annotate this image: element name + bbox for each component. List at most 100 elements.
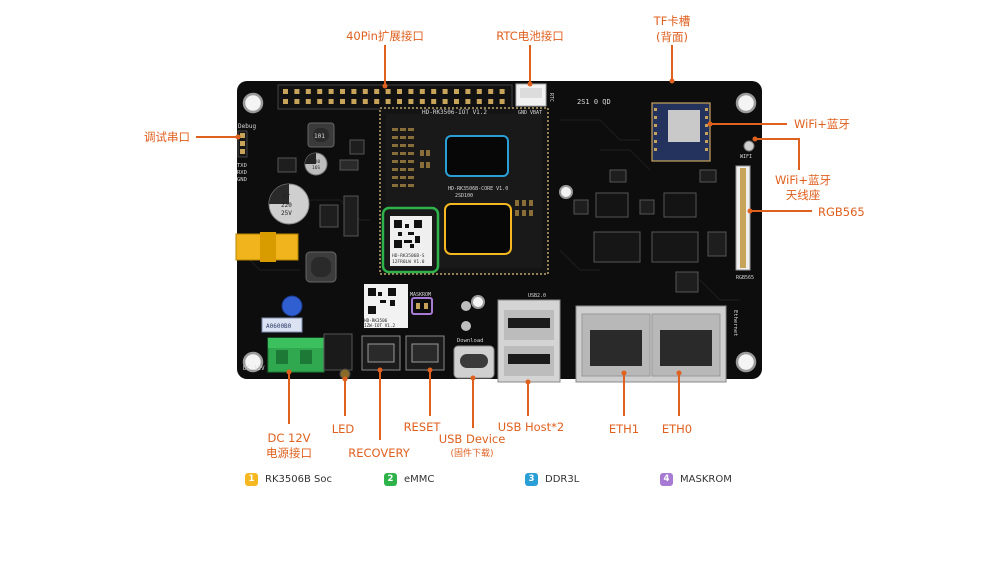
header-pin (374, 89, 380, 94)
blue-component: A0600B0 (261, 295, 303, 333)
header-pin (305, 99, 311, 104)
header-pin (328, 89, 334, 94)
header-pin (397, 89, 402, 94)
ic-chip (609, 169, 627, 183)
mounting-hole (559, 185, 573, 199)
ic-chip (593, 231, 641, 263)
recovery-button (361, 335, 401, 371)
header-pin (488, 99, 494, 104)
silk-label-l2: IZW-IOT V1.2 (364, 323, 395, 329)
callout-tf-line1: TF卡槽 (653, 14, 691, 28)
smd-chip (349, 139, 365, 155)
ic-chip (595, 192, 629, 218)
mounting-hole (471, 295, 485, 309)
debug-header: Debug TXD RXD GND (237, 123, 256, 183)
wifi-module (651, 102, 711, 162)
silk-gnd: GND (237, 177, 247, 183)
ic-chip (707, 231, 727, 257)
silk-back-code: 2S1 0 QD (577, 98, 611, 106)
header-pin (476, 99, 482, 104)
ic-chip (663, 192, 697, 218)
silk-debug: Debug (238, 123, 256, 130)
callout-led: LED (332, 422, 355, 436)
header-pin (431, 99, 437, 104)
ethernet-jacks: Ethernet (575, 305, 738, 383)
header-pin (499, 89, 505, 94)
ic-chip (573, 199, 589, 215)
header-pin (419, 89, 425, 94)
header-pin (351, 89, 357, 94)
callout-wifi-antenna-line1: WiFi+蓝牙 (775, 173, 831, 187)
silk-label-l1: HD-RK3506 (364, 318, 388, 324)
header-pin (317, 99, 323, 104)
header-pin (465, 89, 471, 94)
callout-rgb565: RGB565 (818, 205, 865, 219)
smd-chip (339, 159, 359, 171)
dc-power-connector: DC 12V (243, 333, 353, 373)
silk-cap2-l1: 220 (312, 159, 320, 165)
wifi-antenna-socket: WIFI (740, 140, 755, 160)
silk-maskrom: MASKROM (410, 292, 431, 298)
ic-chip (639, 199, 655, 215)
usb-c-port: Download (453, 301, 495, 379)
legend-badge: 4 (660, 472, 673, 486)
header-pin (283, 99, 288, 104)
header-pin (442, 99, 448, 104)
callout-tf-line2: (背面) (656, 30, 688, 44)
callout-dots (235, 78, 758, 385)
callout-recovery: RECOVERY (348, 446, 411, 460)
rk3506b-soc-chip (444, 203, 512, 255)
silk-rxd: RXD (237, 170, 247, 176)
emmc-area: HD-RK3506B-S 12FR0LW V1.0 (381, 206, 440, 274)
legend-label: MASKROM (680, 473, 732, 485)
legend-badge: 2 (384, 472, 397, 486)
header-pin (488, 89, 494, 94)
header-pin (476, 89, 482, 94)
silk-cap1-l1: RT (283, 194, 291, 201)
header-pin (419, 99, 425, 104)
legend-badge: 3 (525, 472, 538, 486)
callout-usb-device: USB Device (439, 432, 506, 446)
header-pin (328, 99, 334, 104)
smd-chip (343, 195, 359, 237)
capacitor: 220 16S (304, 152, 328, 176)
rgb565-connector: RGB565 (735, 165, 754, 281)
legend-item: 2 eMMC (384, 471, 434, 487)
mounting-hole (735, 92, 757, 114)
callout-usb-device-sub: (固件下载) (450, 447, 493, 459)
header-pin (351, 99, 357, 104)
mounting-hole (735, 351, 757, 373)
silk-cap1-l2: 220 (281, 202, 292, 209)
silk-gnd-vbat: GND VBAT (518, 110, 542, 116)
header-pin (374, 99, 380, 104)
maskrom-pad: MASKROM (410, 292, 433, 315)
header-pin (362, 99, 368, 104)
silk-board-name: HD-RK3506-IOT V1.2 (422, 109, 487, 116)
core-module: HD-RK3506-IOT V1.2 HD-RK3506B-CORE V1.0 … (379, 107, 549, 275)
callout-lines (196, 45, 812, 440)
header-pin (362, 89, 368, 94)
header-pin (397, 99, 402, 104)
silk-rgb565: RGB565 (736, 275, 754, 281)
header-pin (294, 99, 300, 104)
callout-dc-line2: 电源接口 (266, 446, 312, 460)
callout-eth0: ETH0 (662, 422, 692, 436)
legend-label: eMMC (404, 473, 435, 485)
header-pin (340, 99, 345, 104)
board-label-sticker: HD-RK3506 IZW-IOT V1.2 (364, 284, 408, 329)
header-pin (408, 89, 414, 94)
header-pin (408, 99, 414, 104)
callout-40pin: 40Pin扩展接口 (346, 29, 424, 43)
inductor: 101 (307, 122, 335, 148)
mounting-hole (242, 351, 264, 373)
callout-debug: 调试串口 (144, 130, 190, 144)
silk-ethernet: Ethernet (732, 310, 738, 337)
silk-wifi: WIFI (740, 154, 752, 160)
silk-core-name: HD-RK3506B-CORE V1.0 (448, 186, 508, 192)
40pin-header (277, 84, 513, 110)
callout-wifi-antenna-line2: 天线座 (786, 188, 821, 202)
silk-cap1-l3: 25V (281, 210, 292, 217)
callout-rtc: RTC电池接口 (496, 29, 564, 43)
header-pin (294, 89, 300, 94)
